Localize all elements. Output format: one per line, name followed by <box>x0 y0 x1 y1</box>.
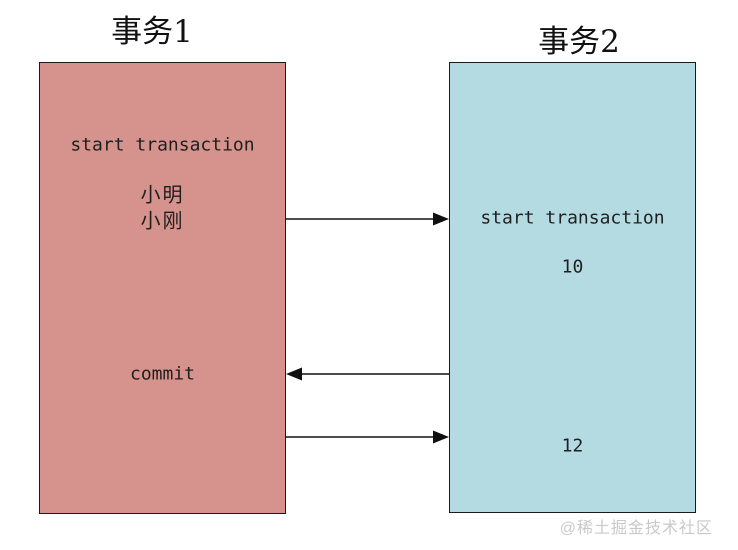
arrowhead-left-icon <box>286 367 302 381</box>
arrowhead-right-icon <box>433 430 449 444</box>
transaction1-row2-text: 小刚 <box>140 208 185 233</box>
watermark-text: @稀土掘金技术社区 <box>559 520 713 537</box>
transaction1-title: 事务1 <box>111 14 193 50</box>
transaction1-commit-text: commit <box>129 363 196 385</box>
transaction2-start-text: start transaction <box>480 207 665 229</box>
transaction2-title: 事务2 <box>538 24 620 60</box>
arrow-right-1 <box>286 212 449 226</box>
arrowhead-right-icon <box>433 212 449 226</box>
transaction2-box: start transaction 10 12 <box>449 62 696 513</box>
arrow-left-2 <box>286 367 449 381</box>
arrow-right-3 <box>286 430 449 444</box>
transaction1-start-text: start transaction <box>70 134 255 156</box>
transaction2-value1-text: 10 <box>561 256 584 278</box>
transaction1-box: start transaction 小明 小刚 commit <box>39 62 286 514</box>
transaction1-row1-text: 小明 <box>140 182 185 207</box>
transaction2-value2-text: 12 <box>561 435 584 457</box>
